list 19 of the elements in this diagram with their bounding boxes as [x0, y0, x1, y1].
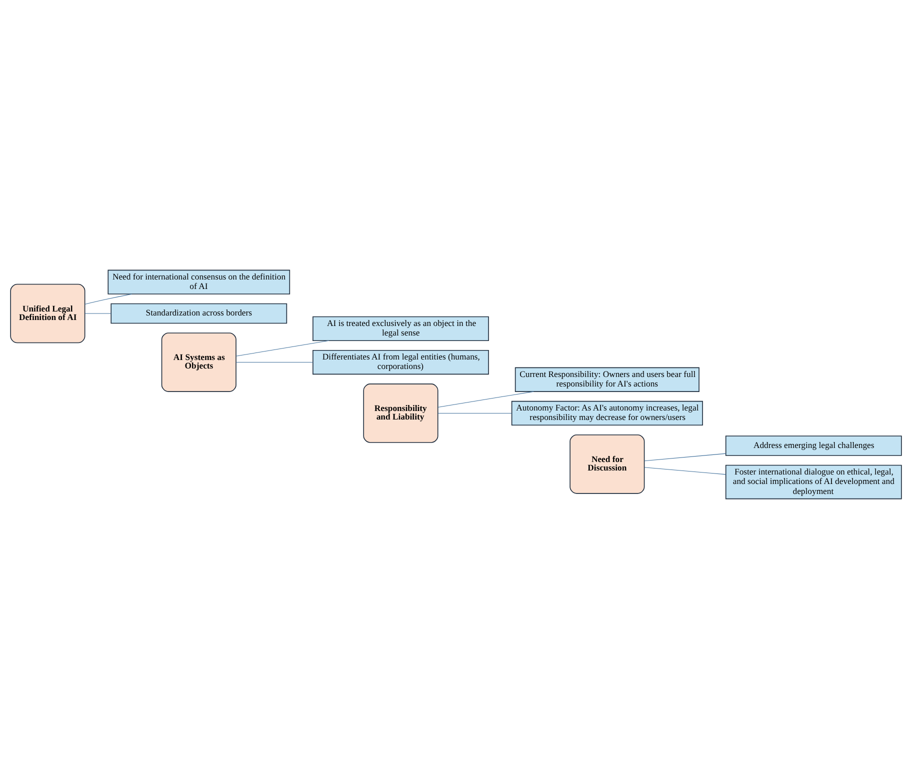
connector	[236, 362, 314, 363]
node-box: Foster international dialogue on ethical, legal, and social implications of AI development and deployment	[725, 464, 902, 500]
node-box: AI Systems as Objects	[161, 332, 236, 392]
connector	[644, 467, 726, 475]
node-box: Unified Legal Definition of AI	[10, 284, 86, 344]
connector	[236, 340, 330, 356]
connector	[438, 391, 534, 408]
connector	[84, 313, 112, 314]
node-box: Responsibility and Liability	[363, 384, 438, 443]
node-box: Need for Discussion	[570, 434, 645, 494]
node-box: Standardization across borders	[110, 303, 288, 324]
node-box: AI is treated exclusively as an object in the legal sense	[312, 316, 489, 342]
node-box: Address emerging legal challenges	[725, 436, 902, 456]
node-box: Autonomy Factor: As AI's autonomy increases, legal responsibility may decrease for owners/users	[511, 400, 703, 426]
node-box: Need for international consensus on the definition of AI	[108, 270, 290, 294]
connector	[644, 453, 726, 462]
node-box: Current Responsibility: Owners and users bear full responsibility for AI's actions	[514, 367, 700, 392]
node-box: Differentiates AI from legal entities (humans, corporations)	[312, 350, 489, 375]
connector	[438, 412, 512, 414]
